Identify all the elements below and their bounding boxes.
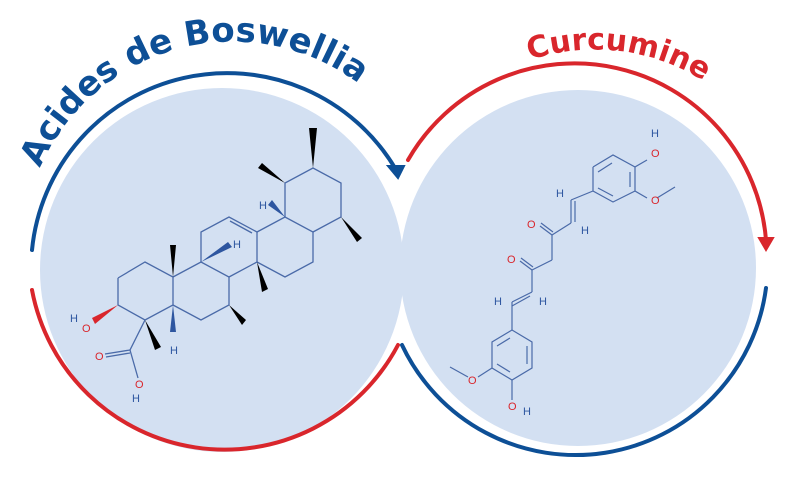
- atom-o: O: [507, 254, 516, 266]
- boswellic-acid-structure: [104, 167, 342, 379]
- atom-o: O: [651, 148, 660, 160]
- right-top-arc: [406, 61, 768, 242]
- h-wedges: [170, 200, 285, 332]
- atom-h: H: [132, 393, 140, 405]
- atom-o: O: [651, 195, 660, 207]
- right-arrow-icon: [757, 237, 775, 252]
- right-circle: [400, 90, 756, 446]
- oh-wedge: [92, 305, 118, 324]
- atom-h: H: [259, 200, 267, 212]
- atom-h: H: [539, 296, 547, 308]
- left-arrow-icon: [385, 165, 406, 180]
- atom-h: H: [523, 406, 531, 418]
- background-circles: [40, 88, 756, 452]
- atom-o: O: [508, 401, 517, 413]
- atom-o: O: [527, 219, 536, 231]
- curcumin-structure: [449, 154, 676, 400]
- atom-h: H: [170, 345, 178, 357]
- atom-o: O: [95, 351, 104, 363]
- left-top-arc: [30, 71, 397, 252]
- right-title: Curcumine: [523, 22, 717, 87]
- left-bottom-arc: [30, 288, 400, 452]
- left-circle: [40, 88, 404, 452]
- atom-h: H: [70, 313, 78, 325]
- right-bottom-arc: [400, 286, 768, 458]
- atom-o: O: [468, 375, 477, 387]
- cycle-arcs: [30, 61, 775, 458]
- atom-h: H: [494, 296, 502, 308]
- atom-o: O: [82, 323, 91, 335]
- atom-h: H: [556, 188, 564, 200]
- atom-h: H: [581, 225, 589, 237]
- atom-o: O: [135, 379, 144, 391]
- stereo-wedges: [145, 128, 362, 350]
- atom-h: H: [651, 128, 659, 140]
- atom-h: H: [233, 239, 241, 251]
